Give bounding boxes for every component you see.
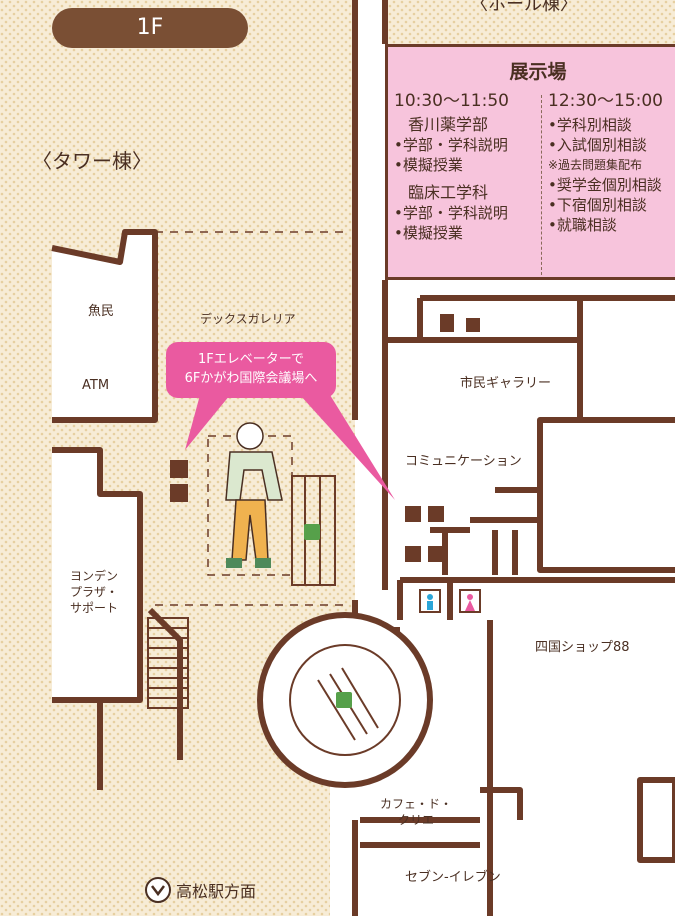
floor-badge: 1F: [52, 8, 248, 48]
escalator-icon: [304, 524, 352, 708]
clinical-item: •模擬授業: [394, 224, 463, 242]
schedule-divider: [541, 95, 542, 275]
room-shikoku-shop: 四国ショップ88: [535, 640, 630, 655]
room-atm: ATM: [82, 378, 110, 393]
afternoon-item: •学科別相談: [548, 116, 632, 134]
yonden-line-2: プラザ・: [70, 585, 119, 599]
callout-pointer: [185, 395, 395, 500]
afternoon-time: 12:30〜15:00: [548, 91, 663, 111]
room-citizen-gallery: 市民ギャラリー: [460, 376, 552, 391]
pharmacy-dept: 香川薬学部: [408, 115, 489, 134]
station-direction-label: 高松駅方面: [176, 882, 257, 901]
tower-wing-label: 〈タワー棟〉: [32, 149, 152, 173]
afternoon-note: ※過去問題集配布: [548, 158, 643, 172]
callout-line-1: 1Fエレベーターで: [198, 352, 304, 367]
callout-line-2: 6Fかがわ国際会議場へ: [184, 371, 318, 386]
morning-time: 10:30〜11:50: [394, 91, 509, 111]
cafe-line-2: クリエ: [398, 813, 435, 827]
room-cafe-crie: カフェ・ド・ クリエ: [380, 796, 452, 828]
yonden-line-3: サポート: [70, 601, 119, 615]
person-illustration: [225, 422, 283, 568]
clinical-dept: 臨床工学科: [408, 183, 489, 202]
afternoon-item: •奨学金個別相談: [548, 176, 662, 194]
station-arrow-icon: [145, 877, 171, 903]
room-uotami: 魚民: [88, 304, 115, 319]
restroom-icon: [419, 589, 481, 613]
elevator-callout: 1Fエレベーターで 6Fかがわ国際会議場へ: [166, 342, 336, 398]
clinical-item: •学部・学科説明: [394, 204, 508, 222]
pharmacy-item: •模擬授業: [394, 156, 463, 174]
walls: [51, 0, 675, 916]
area-deck-galleria: デックスガレリア: [200, 312, 296, 326]
afternoon-item: •就職相談: [548, 216, 617, 234]
afternoon-item: •入試個別相談: [548, 136, 647, 154]
afternoon-item: •下宿個別相談: [548, 196, 647, 214]
elevator-icon: [170, 314, 480, 562]
room-seven-eleven: セブン-イレブン: [405, 870, 501, 885]
yonden-line-1: ヨンデン: [70, 569, 119, 583]
deck-galleria-outline: [155, 231, 350, 606]
pharmacy-item: •学部・学科説明: [394, 136, 508, 154]
exhibit-title: 展示場: [509, 61, 567, 83]
room-yonden-plaza: ヨンデン プラザ・ サポート: [70, 568, 118, 616]
exhibit-hall-panel: 展示場 10:30〜11:50 香川薬学部 •学部・学科説明 •模擬授業 臨床工…: [385, 44, 675, 280]
morning-column: 10:30〜11:50 香川薬学部 •学部・学科説明 •模擬授業 臨床工学科 •…: [394, 91, 542, 243]
room-communication: コミュニケーション: [405, 454, 522, 469]
cafe-line-1: カフェ・ド・: [380, 797, 453, 811]
afternoon-column: 12:30〜15:00 •学科別相談 •入試個別相談 ※過去問題集配布 •奨学金…: [548, 91, 675, 235]
hall-wing-label: 〈ホール棟〉: [470, 0, 578, 15]
